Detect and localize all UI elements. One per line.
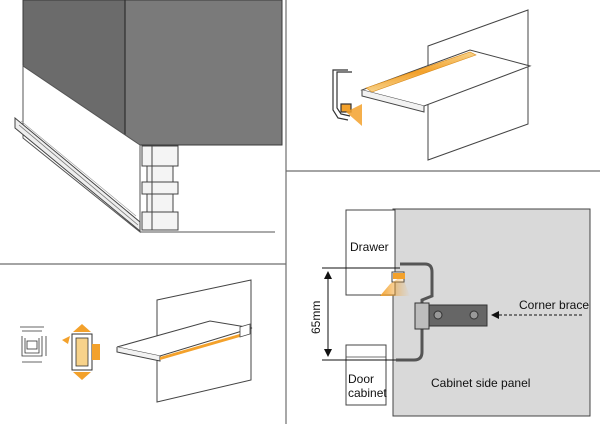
top-right-shelf-drawing	[332, 9, 532, 161]
bottom-left-shelf-drawing	[20, 279, 253, 403]
led-glow-icon	[346, 104, 362, 126]
label-drawer: Drawer	[350, 240, 389, 254]
dimension-65mm	[322, 267, 400, 361]
label-65mm: 65mm	[309, 301, 323, 334]
corner-brace	[414, 302, 488, 330]
cabinet-side-face	[124, 0, 283, 146]
led-light-glow	[380, 276, 410, 296]
drawer-box	[345, 209, 396, 296]
corner-connector	[141, 145, 179, 231]
aluminium-profile	[396, 262, 434, 362]
label-door-line1: Door	[348, 372, 374, 386]
door-cabinet-box	[345, 344, 387, 406]
led-strip	[160, 331, 250, 360]
top-left-cabinet-drawing	[14, 0, 283, 234]
label-door-line2: cabinet	[348, 386, 387, 400]
shelf	[116, 320, 253, 357]
profile-light-sketch	[62, 324, 100, 380]
shelf	[360, 49, 532, 107]
led-strip	[365, 51, 477, 93]
bottom-right-section-drawing: Drawer Door cabinet 65mm Corner brace Ca…	[309, 208, 591, 417]
profile-dimension-sketch	[20, 326, 47, 363]
label-corner-brace: Corner brace	[519, 298, 589, 312]
label-cabinet-side-panel: Cabinet side panel	[431, 376, 530, 390]
